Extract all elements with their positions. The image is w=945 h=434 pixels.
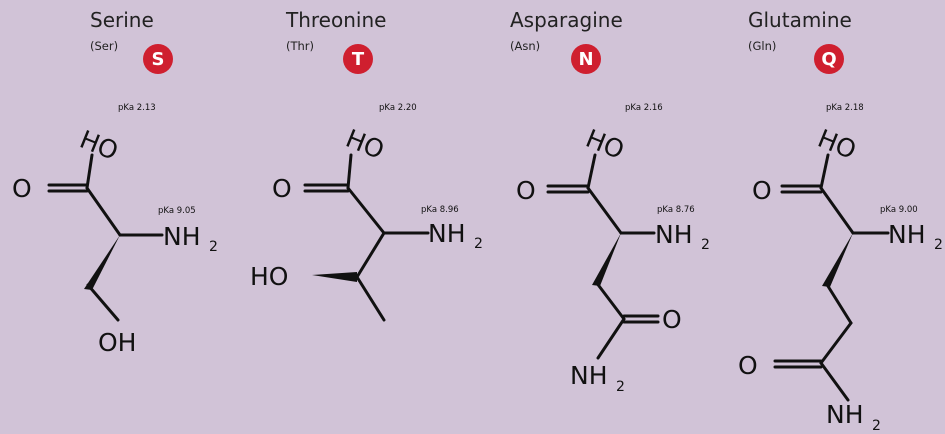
side-chain-label: HO bbox=[250, 262, 288, 291]
carbonyl-oxygen-label: O bbox=[272, 174, 292, 203]
pka-amino-label: pKa 8.96 bbox=[421, 205, 459, 215]
molecule-glutamine: Glutamine (Gln) Q pKa 2.18 pKa 9.00 HO O… bbox=[708, 0, 944, 434]
carbonyl-oxygen-label: O bbox=[752, 176, 772, 205]
amino-acid-name: Serine bbox=[90, 8, 154, 32]
amino-acid-name: Threonine bbox=[286, 8, 387, 32]
amino-acid-name: Glutamine bbox=[748, 8, 852, 32]
amino-acid-abbreviation: (Asn) bbox=[510, 39, 541, 53]
amide-oxygen-label: O bbox=[738, 351, 758, 380]
subscript-2: 2 bbox=[934, 237, 943, 253]
pka-amino-label: pKa 9.00 bbox=[880, 205, 918, 215]
subscript-2: 2 bbox=[474, 236, 483, 252]
carbonyl-oxygen-label: O bbox=[516, 176, 536, 205]
hydroxyl-label: HO bbox=[76, 125, 123, 166]
subscript-2: 2 bbox=[701, 237, 710, 253]
hydroxyl-label: HO bbox=[342, 124, 389, 165]
subscript-2: 2 bbox=[209, 239, 218, 255]
molecule-asparagine: Asparagine (Asn) N pKa 2.16 pKa 8.76 HO … bbox=[472, 0, 710, 434]
amine-label: NH bbox=[888, 220, 926, 249]
amine-label: NH bbox=[163, 222, 201, 251]
one-letter-code-badge: S bbox=[143, 44, 173, 74]
amino-acid-abbreviation: (Thr) bbox=[286, 39, 315, 53]
one-letter-code-badge: N bbox=[571, 44, 601, 74]
pka-carboxyl-label: pKa 2.18 bbox=[826, 103, 864, 113]
pka-carboxyl-label: pKa 2.20 bbox=[379, 103, 417, 113]
structure-glutamine: pKa 2.18 pKa 9.00 HO O NH 2 O NH 2 bbox=[738, 103, 943, 434]
hydroxyl-label: HO bbox=[582, 124, 629, 165]
side-chain-label: OH bbox=[98, 328, 136, 357]
amine-label: NH bbox=[428, 219, 466, 248]
structure-threonine: pKa 2.20 pKa 8.96 HO O NH 2 HO bbox=[250, 103, 483, 322]
side-chain-label: NH bbox=[826, 400, 864, 429]
amino-acid-abbreviation: (Ser) bbox=[90, 39, 119, 53]
pka-amino-label: pKa 8.76 bbox=[657, 205, 695, 215]
pka-carboxyl-label: pKa 2.13 bbox=[118, 103, 156, 113]
pka-amino-label: pKa 9.05 bbox=[158, 206, 196, 216]
subscript-2: 2 bbox=[616, 379, 625, 395]
structure-serine: pKa 2.13 pKa 9.05 HO O NH 2 OH bbox=[12, 103, 218, 357]
molecule-serine: Serine (Ser) S pKa 2.13 pKa 9.05 HO O NH… bbox=[0, 0, 236, 434]
pka-carboxyl-label: pKa 2.16 bbox=[625, 103, 663, 113]
carbonyl-oxygen-label: O bbox=[12, 174, 32, 203]
one-letter-code-badge: Q bbox=[814, 44, 844, 74]
hydroxyl-label: HO bbox=[814, 124, 861, 165]
structure-asparagine: pKa 2.16 pKa 8.76 HO O NH 2 O NH 2 bbox=[516, 103, 710, 395]
amine-label: NH bbox=[655, 220, 693, 249]
amide-oxygen-label: O bbox=[662, 305, 682, 334]
molecule-threonine: Threonine (Thr) T pKa 2.20 pKa 8.96 HO O… bbox=[236, 0, 483, 434]
one-letter-code-badge: T bbox=[343, 44, 373, 74]
side-chain-label: NH bbox=[570, 361, 608, 390]
amino-acid-abbreviation: (Gln) bbox=[748, 39, 777, 53]
subscript-2: 2 bbox=[872, 418, 881, 434]
amino-acid-name: Asparagine bbox=[510, 8, 623, 32]
